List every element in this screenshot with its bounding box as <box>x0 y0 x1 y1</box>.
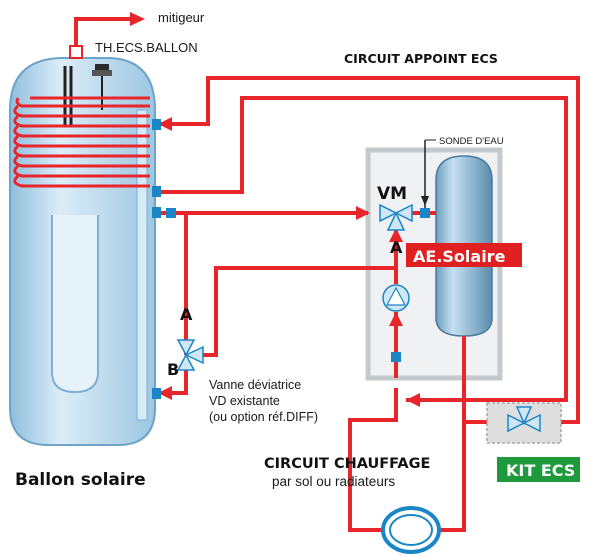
arrow-to-ballon-bottom <box>158 386 172 400</box>
arrow-to-pump <box>389 312 403 326</box>
arrow-appoint-return <box>406 393 420 407</box>
arrow-appoint-in <box>158 117 172 131</box>
vanne-label-line1: Vanne déviatrice <box>209 378 301 392</box>
mitigeur-label: mitigeur <box>158 10 205 25</box>
vanne-port-a-label: A <box>180 305 193 324</box>
pipe-appoint-return <box>158 96 568 402</box>
arrow-to-vm <box>356 206 370 220</box>
vanne-deviatrice-icon <box>176 339 204 371</box>
heat-exchanger-coil <box>13 96 150 188</box>
ballon-connectors <box>152 119 430 399</box>
th-ecs-ballon-sensor <box>92 64 112 110</box>
pipe-appoint-in <box>158 76 580 424</box>
kit-ecs-box <box>486 402 562 444</box>
sonde-connector <box>420 208 430 218</box>
floor-heating-loop-icon <box>381 506 441 554</box>
ae-solaire-tag-bg <box>406 243 522 267</box>
flow-arrows <box>130 12 420 407</box>
pipework <box>74 17 580 532</box>
circulator-pump-icon <box>382 284 410 312</box>
arrow-vm-a <box>389 228 403 242</box>
ae-solaire-tag: AE.Solaire <box>413 247 506 266</box>
sonde-eau-probe <box>421 139 436 208</box>
pipe-chauffage-supply <box>348 388 398 532</box>
vanne-port-b-label: B <box>167 360 179 379</box>
connector <box>152 186 161 197</box>
vm-valve-icon <box>379 203 413 231</box>
vanne-label-line3: (ou option réf.DIFF) <box>209 410 318 424</box>
vm-port-a-label: A <box>390 238 403 257</box>
ballon-solaire-label: Ballon solaire <box>15 470 146 490</box>
circuit-chauffage-sublabel: par sol ou radiateurs <box>272 474 395 489</box>
mitigeur-connector <box>69 45 83 59</box>
pipe-vm-port-a <box>201 230 398 357</box>
pump-connector <box>391 352 401 362</box>
circuit-chauffage-label: CIRCUIT CHAUFFAGE <box>264 456 430 472</box>
connector <box>166 208 176 218</box>
arrow-mitigeur <box>130 12 145 26</box>
connector <box>152 207 161 218</box>
kit-ecs-tag-bg <box>497 457 580 482</box>
connector <box>152 388 161 399</box>
kit-ecs-tag: KIT ECS <box>506 461 575 480</box>
sonde-eau-label: SONDE D'EAU <box>439 136 504 147</box>
th-ecs-ballon-label: TH.ECS.BALLON <box>95 40 198 55</box>
connector <box>152 119 161 130</box>
circuit-appoint-label: CIRCUIT APPOINT ECS <box>344 51 498 66</box>
vm-label: VM <box>377 184 407 204</box>
vanne-label-line2: VD existante <box>209 394 280 408</box>
